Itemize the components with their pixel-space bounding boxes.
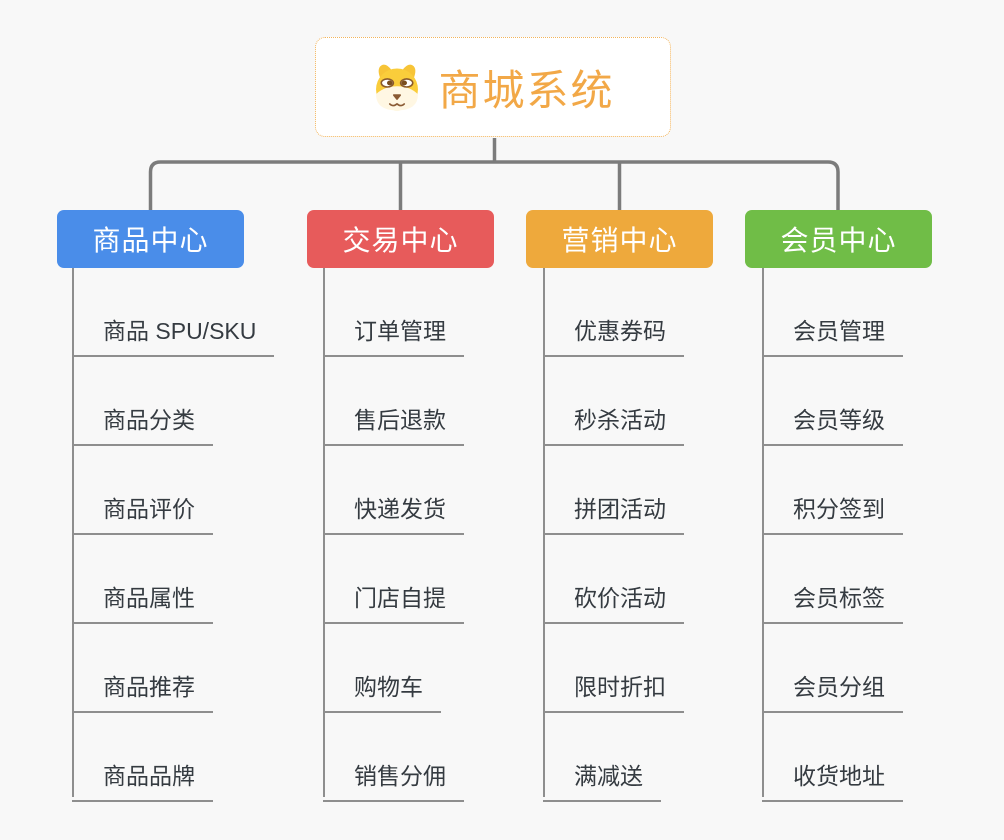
leaf-item[interactable]: 商品 SPU/SKU: [72, 268, 275, 357]
leaf-label: 商品 SPU/SKU: [72, 312, 275, 357]
leaf-item[interactable]: 限时折扣: [543, 624, 684, 713]
leaf-label: 积分签到: [762, 490, 903, 535]
leaf-label: 销售分佣: [323, 757, 464, 802]
leaf-item[interactable]: 商品分类: [72, 357, 213, 446]
leaf-label: 购物车: [323, 668, 441, 713]
root-title: 商城系统: [438, 66, 615, 114]
leaf-label: 满减送: [543, 757, 661, 802]
leaf-label: 门店自提: [323, 579, 464, 624]
leaf-label: 会员标签: [762, 579, 903, 624]
leaf-label: 限时折扣: [543, 668, 684, 713]
leaf-item[interactable]: 订单管理: [323, 268, 464, 357]
leaf-label: 商品品牌: [72, 757, 213, 802]
leaf-item[interactable]: 优惠券码: [543, 268, 684, 357]
leaf-label: 商品推荐: [72, 668, 213, 713]
branch-trunk-line: [323, 268, 325, 797]
leaf-label: 秒杀活动: [543, 401, 684, 446]
leaf-item[interactable]: 会员等级: [762, 357, 903, 446]
leaf-item[interactable]: 销售分佣: [323, 713, 464, 802]
leaf-item[interactable]: 收货地址: [762, 713, 903, 802]
leaf-label: 商品评价: [72, 490, 213, 535]
leaf-item[interactable]: 商品品牌: [72, 713, 213, 802]
leaf-column-marketing: 优惠券码 秒杀活动 拼团活动 砍价活动 限时折扣 满减送: [543, 268, 684, 802]
leaf-item[interactable]: 商品推荐: [72, 624, 213, 713]
leaf-label: 会员分组: [762, 668, 903, 713]
branch-node-member[interactable]: 会员中心: [745, 210, 932, 268]
doge-icon: [376, 64, 419, 111]
leaf-label: 优惠券码: [543, 312, 684, 357]
root-node[interactable]: 商城系统: [315, 37, 671, 137]
leaf-item[interactable]: 满减送: [543, 713, 661, 802]
connector-bracket: [148, 160, 840, 211]
branch-node-trade[interactable]: 交易中心: [307, 210, 494, 268]
leaf-label: 售后退款: [323, 401, 464, 446]
branch-node-product[interactable]: 商品中心: [57, 210, 244, 268]
leaf-column-member: 会员管理 会员等级 积分签到 会员标签 会员分组 收货地址: [762, 268, 903, 802]
leaf-column-product: 商品 SPU/SKU 商品分类 商品评价 商品属性 商品推荐 商品品牌: [72, 268, 275, 802]
leaf-item[interactable]: 拼团活动: [543, 446, 684, 535]
branch-trunk-line: [762, 268, 764, 797]
leaf-item[interactable]: 售后退款: [323, 357, 464, 446]
leaf-label: 砍价活动: [543, 579, 684, 624]
leaf-label: 收货地址: [762, 757, 903, 802]
branch-trunk-line: [543, 268, 545, 797]
leaf-label: 商品属性: [72, 579, 213, 624]
leaf-item[interactable]: 门店自提: [323, 535, 464, 624]
leaf-label: 拼团活动: [543, 490, 684, 535]
leaf-column-trade: 订单管理 售后退款 快递发货 门店自提 购物车 销售分佣: [323, 268, 464, 802]
leaf-item[interactable]: 商品属性: [72, 535, 213, 624]
branch-node-marketing[interactable]: 营销中心: [526, 210, 713, 268]
branch-trunk-line: [72, 268, 74, 797]
leaf-item[interactable]: 积分签到: [762, 446, 903, 535]
leaf-item[interactable]: 会员管理: [762, 268, 903, 357]
leaf-label: 快递发货: [323, 490, 464, 535]
leaf-item[interactable]: 快递发货: [323, 446, 464, 535]
leaf-item[interactable]: 会员分组: [762, 624, 903, 713]
leaf-item[interactable]: 购物车: [323, 624, 441, 713]
leaf-item[interactable]: 砍价活动: [543, 535, 684, 624]
leaf-item[interactable]: 会员标签: [762, 535, 903, 624]
leaf-label: 订单管理: [323, 312, 464, 357]
leaf-item[interactable]: 秒杀活动: [543, 357, 684, 446]
leaf-label: 会员管理: [762, 312, 903, 357]
leaf-label: 商品分类: [72, 401, 213, 446]
leaf-label: 会员等级: [762, 401, 903, 446]
leaf-item[interactable]: 商品评价: [72, 446, 213, 535]
